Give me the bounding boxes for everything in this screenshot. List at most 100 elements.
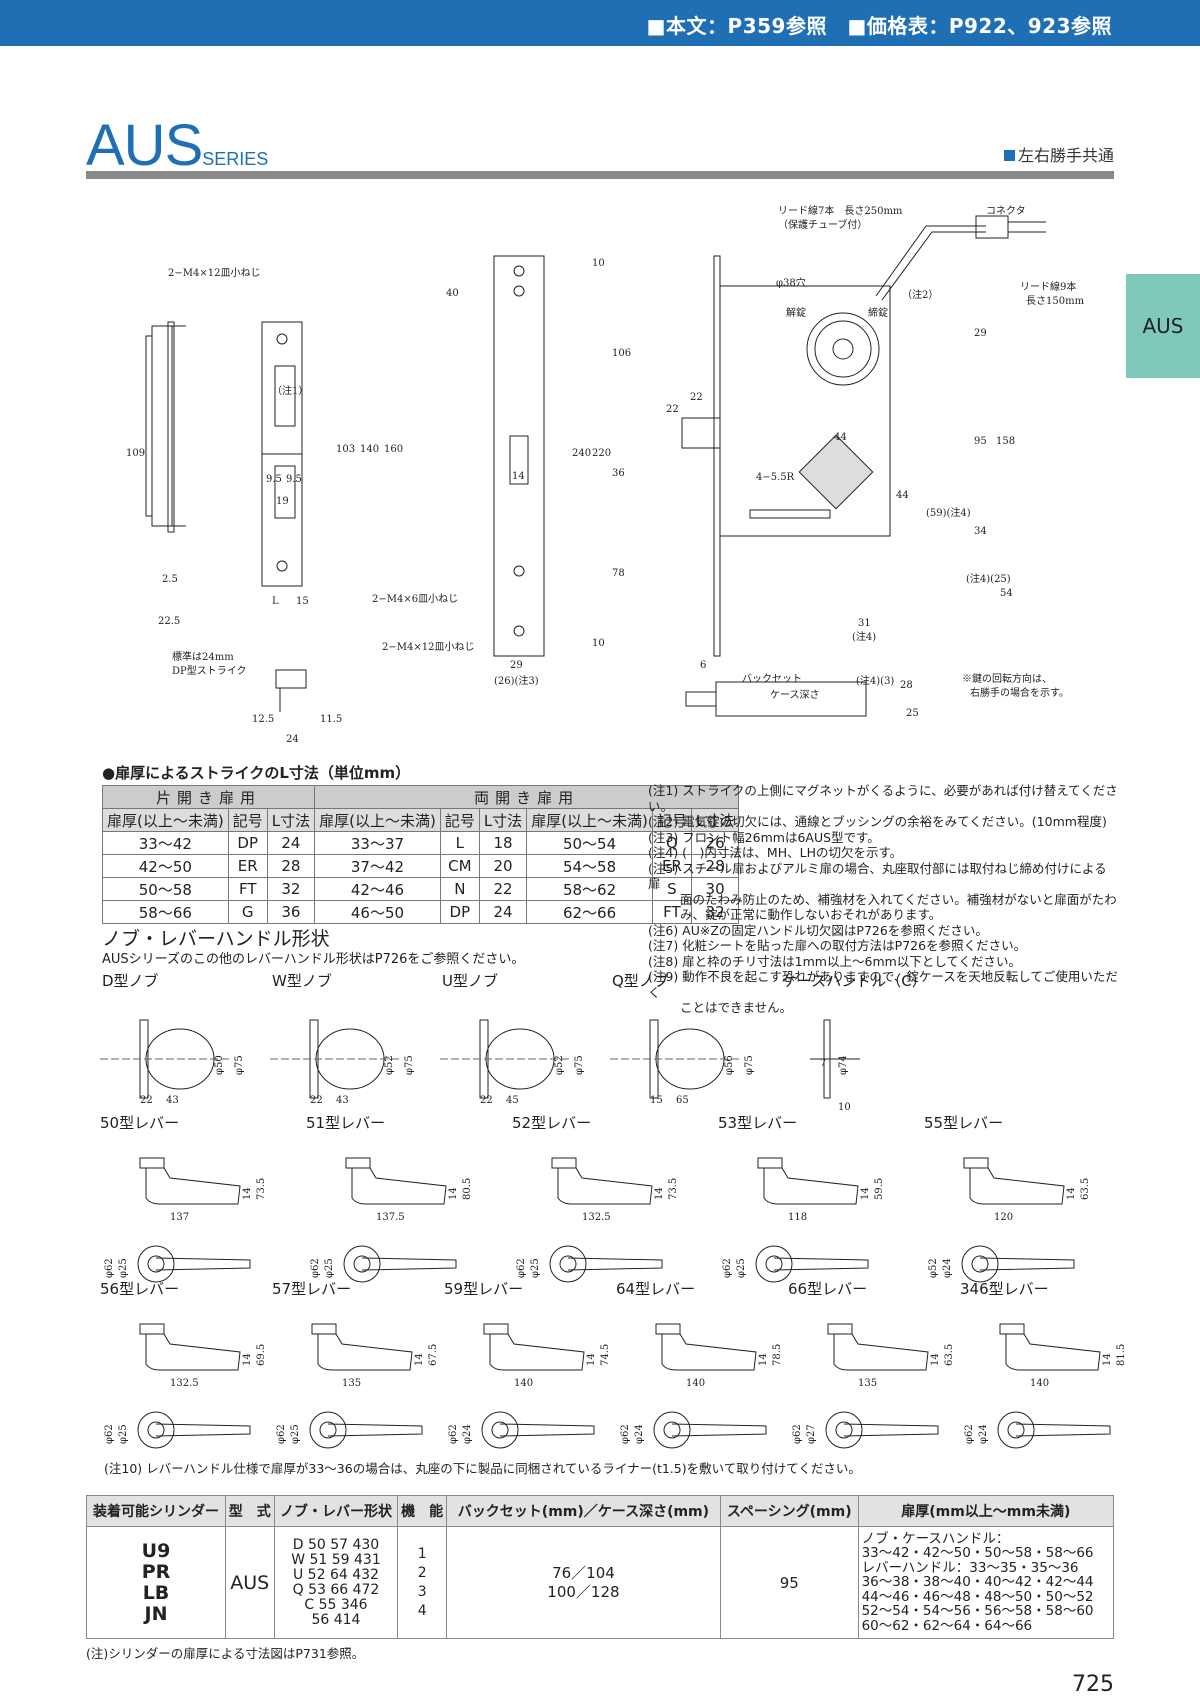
knob-dim: φ50 [214,1055,225,1075]
case-dim: φ74 [838,1055,849,1075]
lever-dim: 14 [930,1353,941,1366]
lever-dim: φ62 [276,1424,287,1444]
strike-col-header: 記号 [227,808,268,832]
lever-dim: φ25 [118,1258,129,1278]
lever-front-view [843,1423,939,1437]
lever-side-view [1005,1333,1101,1371]
dim-15: 15 [296,596,309,607]
lever-side-view [489,1333,585,1371]
dim-40: 40 [446,288,459,299]
page-number: 725 [1072,1672,1114,1697]
strike-col-header: 扉厚(以上〜未満) [526,808,653,832]
lever-dim: 73.5 [256,1178,267,1200]
lever-rose [963,1157,989,1169]
strike-col-header: 扉厚(以上〜未満) [102,808,229,832]
lever-length: 137.5 [376,1212,405,1223]
lever-dim: φ25 [290,1424,301,1444]
table-cell: 32 [266,877,316,901]
strike-col-header: L寸法 [690,808,740,832]
note-line: (注6) AU※Zの固定ハンドル切欠図はP726を参照ください。 [648,922,988,938]
label-r55: 4−5.5R [756,472,795,483]
table-cell: 33〜42 [102,831,229,855]
thickness-line: 60〜62・62〜64・64〜66 [861,1617,1033,1634]
label-note1: （注1） [272,384,308,397]
note-line: (注5) スチール扉およびアルミ扉の場合、丸座取付部には取付ねじ締め付けによる扉 [648,860,1107,892]
lever-dim: 14 [654,1187,665,1200]
knob-dim: φ75 [574,1055,585,1075]
lever-dim: φ25 [118,1424,129,1444]
model-cell: AUS [225,1526,275,1639]
lever-side-view [969,1167,1065,1205]
thickness-line: 33〜42・42〜50・50〜58・58〜66 [861,1545,1094,1562]
strike-table-title: ●扉厚によるストライクのL寸法（単位mm） [102,764,411,782]
spec-col-header: 機 能 [397,1495,447,1527]
label-standard: 標準は24mm [172,650,234,663]
table-cell: DP [439,900,480,924]
knob-dim: 15 [650,1095,663,1106]
label-tube: （保護チューブ付） [778,218,867,231]
table-cell: 46〜50 [314,900,441,924]
note-line: (注1) ストライクの上側にマグネットがくるように、必要があれば付け替えてくださ… [648,783,1118,814]
lever-label: 57型レバー [272,1280,351,1298]
dim-95b: 9.5 [286,474,302,485]
table-cell: 32 [690,900,740,924]
lever-dim: 81.5 [1116,1344,1127,1366]
lever-label: 51型レバー [306,1114,385,1132]
lever-length: 120 [994,1212,1013,1223]
lever-dim: φ25 [736,1258,747,1278]
label-lead9b: 長さ150mm [1026,295,1085,307]
table-cell: 58〜66 [102,900,229,924]
lever-dim: 14 [860,1187,871,1200]
lever-front-view [155,1423,251,1437]
lever-dim: 69.5 [256,1344,267,1366]
lever-hub [559,1255,577,1273]
knob-dim: φ56 [724,1055,735,1075]
lever-dim: 14 [242,1187,253,1200]
dim-19: 19 [276,496,289,507]
lever-front-view [327,1423,423,1437]
spec-table: 装着可能シリンダー型 式ノブ・レバー形状機 能バックセット(mm)／ケース深さ(… [85,1495,1115,1639]
table-cell: 26 [690,831,740,855]
table-cell: Q [651,831,692,855]
strike-col-header: L寸法 [478,808,528,832]
lever-length: 140 [1030,1378,1049,1389]
table-cell: S [651,877,692,901]
dim-22a: 22 [666,404,679,415]
function-code: 1 [417,1545,427,1562]
group-double-door: 両開き扉用 [314,785,740,809]
knob-label: D型ノブ [102,972,159,990]
knob-label: U型ノブ [442,972,498,990]
table-cell: FT [227,877,268,901]
dim-28: (注4)(3) [856,674,894,687]
lever-label: 64型レバー [616,1280,695,1298]
table-cell: 24 [266,831,316,855]
lever-dim: 14 [242,1353,253,1366]
label-casedepth: ケース深さ [770,689,820,701]
lever-front-view [671,1423,767,1437]
lever-dim: φ62 [516,1258,527,1278]
dim-25: 2.5 [162,574,178,585]
knob-dim: 22 [310,1095,323,1106]
spec-col-header: バックセット(mm)／ケース深さ(mm) [445,1495,721,1527]
lever-front-view [499,1423,595,1437]
dim-22b: 22 [690,392,703,403]
thickness-line: 52〜54・54〜56・56〜58・58〜60 [861,1603,1094,1620]
dim-L: L [272,596,279,607]
table-cell: 33〜37 [314,831,441,855]
label-screw2: 2−M4×6皿小ねじ [372,593,458,605]
table-cell: 42〜50 [102,854,229,878]
shape-line: D 50 57 430 [292,1536,380,1553]
side-index-tab[interactable]: AUS [1126,274,1200,378]
table-cell: G [227,900,268,924]
spec-col-header: ノブ・レバー形状 [273,1495,399,1527]
lever-rose-front [309,1411,347,1449]
lever-rose [827,1323,853,1335]
title-rule [86,171,1114,179]
knob-dim: 43 [166,1095,179,1106]
table-cell: N [439,877,480,901]
